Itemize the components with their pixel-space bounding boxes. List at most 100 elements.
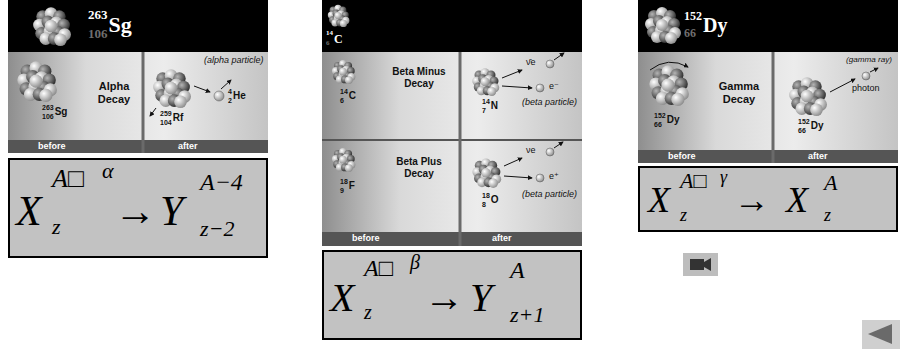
divider [459, 52, 462, 246]
decay-panel [322, 52, 582, 140]
black-band [638, 0, 898, 52]
nuclide-mass: 263 [42, 104, 54, 111]
nuclide-mass: 14 [340, 88, 348, 95]
formula-symbol: A□ [680, 170, 707, 192]
decay-band: 15266DyGamma Decay(gamma ray)photon15266… [638, 52, 898, 150]
decay-panel [8, 52, 268, 140]
particle-label: (beta particle) [522, 98, 577, 107]
strip-label: before [38, 142, 66, 151]
element-symbol: Rf [173, 113, 184, 123]
antineutrino [546, 60, 554, 68]
decay-label: Beta Minus Decay [384, 66, 454, 89]
nucleus [332, 148, 355, 172]
positron [536, 174, 544, 182]
recoil-arrow [150, 108, 156, 116]
electron [536, 84, 544, 92]
particle-label: ν̄e [526, 58, 536, 67]
atomic-number: 7 [482, 107, 486, 114]
nucleus [789, 77, 827, 116]
formula-symbol: A [510, 258, 525, 282]
nuclide-mass: 152 [798, 118, 810, 125]
formula-symbol: → [424, 278, 464, 318]
atomic-number: 6 [340, 97, 344, 104]
top-band: 14 6C [322, 0, 582, 52]
formula-symbol: z−2 [200, 218, 234, 240]
nuclide-mass: 18 [482, 192, 490, 199]
nucleus [153, 69, 191, 108]
formula-box: XA□βz→YAz+1 [322, 250, 582, 340]
particle-label: (gamma ray) [846, 56, 892, 64]
particle-label: (alpha particle) [204, 56, 264, 65]
strip-ground [8, 140, 268, 153]
strip-label: before [668, 152, 696, 161]
atomic-number: 66 [684, 27, 696, 39]
nuclide-mass: 259 [160, 110, 172, 117]
formula-symbol: A□ [364, 256, 393, 280]
decay-panel [322, 140, 582, 232]
nucleus [328, 5, 350, 27]
formula-symbol: X [648, 182, 670, 218]
emission-arrow [502, 86, 532, 88]
formula-symbol: Y [160, 190, 183, 232]
formula-symbol: A□ [52, 166, 84, 192]
nuclide-mass: 18 [340, 178, 348, 185]
nuclide-mass: 152 [654, 112, 666, 119]
atomic-number: 106 [88, 27, 108, 40]
formula-symbol: → [734, 182, 770, 218]
decay-label: Beta Plus Decay [384, 156, 454, 179]
top-band: 263106Sg [8, 0, 268, 52]
atomic-number: 2 [228, 97, 232, 104]
black-band [8, 0, 268, 52]
particle-label: (beta particle) [522, 190, 577, 199]
element-symbol: Dy [703, 15, 727, 35]
spin-arrow [650, 62, 688, 70]
strip-label: after [492, 234, 512, 243]
decay-label: Gamma Decay [714, 80, 764, 105]
decay-label: Alpha Decay [92, 80, 136, 105]
formula-symbol: γ [720, 168, 727, 186]
element-symbol: He [233, 91, 246, 101]
formula-symbol: z [364, 302, 372, 322]
emission-arrow [221, 80, 231, 89]
divider [142, 52, 145, 153]
emission-arrow [830, 79, 855, 92]
video-button [683, 253, 718, 276]
formula-box: XA□αz→YA−4z−2 [8, 158, 268, 258]
nucleus [332, 60, 355, 84]
particle-label: e⁺ [549, 172, 559, 181]
element-symbol: C [334, 33, 343, 45]
nuclide-mass: 14 [326, 30, 333, 37]
nucleus [33, 7, 71, 46]
strip-label: before [352, 234, 380, 243]
formula-box: XA□γz→XAz [638, 166, 898, 232]
formula-symbol: z+1 [510, 304, 544, 326]
formula-symbol: A−4 [200, 170, 243, 194]
decay-band: 263106SgAlpha Decay(alpha particle)42He2… [8, 52, 268, 140]
neutrino [546, 148, 554, 156]
nucleus [472, 68, 499, 96]
formula-symbol: X [16, 190, 42, 232]
nuclide-mass: 14 [482, 98, 490, 105]
element-symbol: Dy [667, 115, 680, 125]
element-symbol: O [491, 195, 499, 205]
camera-icon [690, 259, 704, 270]
emission-arrow [554, 142, 563, 148]
formula-symbol: z [52, 216, 61, 238]
decay-band: 146CBeta Minus Decayν̄e147Ne⁻(beta parti… [322, 52, 582, 140]
atomic-number: 6 [326, 40, 330, 47]
camera-icon [704, 258, 711, 271]
before-after-strip: beforeafter [8, 140, 268, 153]
nucleus [17, 61, 57, 102]
nucleus [649, 65, 689, 106]
decay-band: 189FBeta Plus Decayνe188Oe⁺(beta particl… [322, 140, 582, 232]
strip-label: after [808, 152, 828, 161]
emission-arrow [870, 68, 878, 72]
atomic-number: 8 [482, 201, 486, 208]
formula-symbol: z [680, 206, 687, 224]
element-symbol: N [491, 101, 498, 111]
back-button [862, 320, 900, 349]
strip-ground [322, 232, 582, 246]
panel-separator [322, 139, 582, 141]
atomic-number: 104 [160, 119, 172, 126]
nuclide-mass: 263 [88, 8, 108, 21]
